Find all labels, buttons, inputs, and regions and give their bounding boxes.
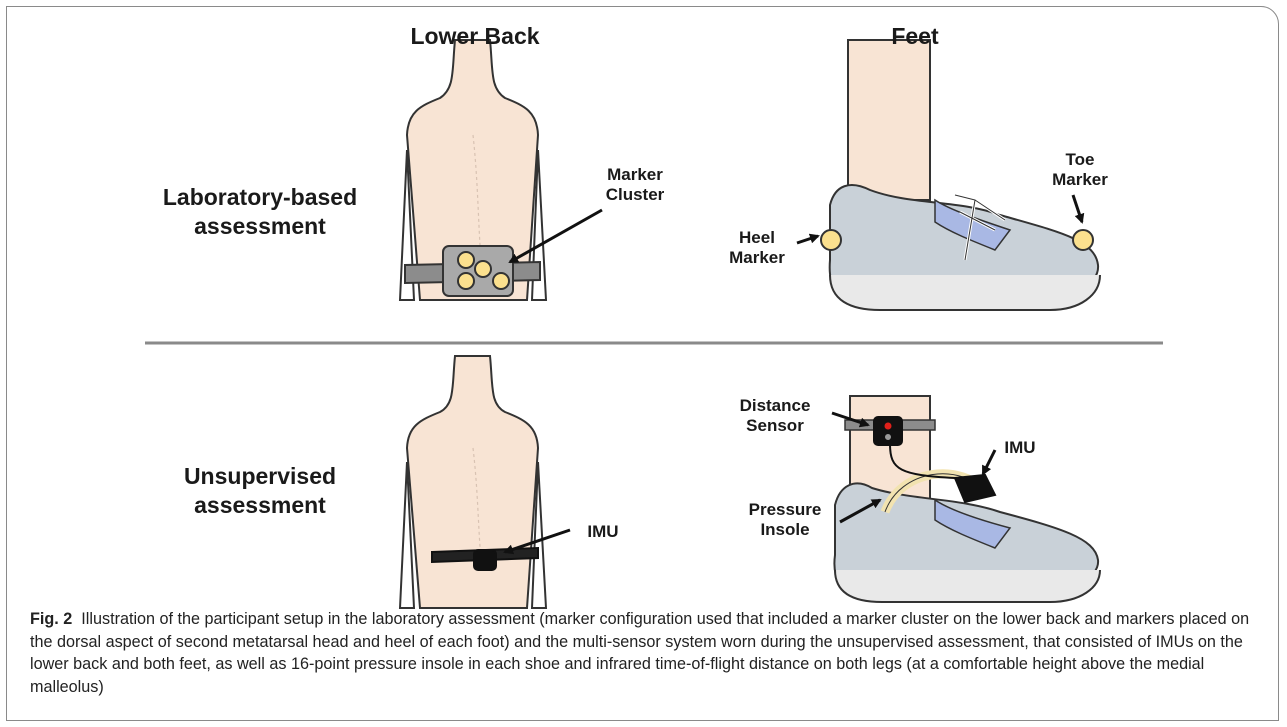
row-header-laboratory: Laboratory-based assessment — [130, 183, 390, 241]
column-header-feet: Feet — [820, 24, 1010, 50]
label-imu-back: IMU — [568, 522, 638, 542]
row-header-unsupervised: Unsupervised assessment — [130, 462, 390, 520]
figure-caption: Fig. 2 Illustration of the participant s… — [30, 608, 1260, 698]
caption-label: Fig. 2 — [30, 610, 72, 628]
label-heel-marker: Heel Marker — [712, 228, 802, 269]
toe-marker-dot — [1073, 230, 1093, 250]
label-pressure-insole: Pressure Insole — [730, 500, 840, 541]
toe-marker-arrow — [1073, 195, 1082, 222]
distance-sensor-device — [873, 416, 903, 446]
column-header-lower-back: Lower Back — [380, 24, 570, 50]
distance-sensor-lens — [885, 434, 891, 440]
imu-back-device — [474, 550, 496, 570]
label-distance-sensor: Distance Sensor — [720, 396, 830, 437]
label-toe-marker: Toe Marker — [1030, 150, 1130, 191]
heel-marker-dot — [821, 230, 841, 250]
torso-unsupervised — [400, 356, 546, 608]
label-marker-cluster: Marker Cluster — [585, 165, 685, 206]
caption-text: Illustration of the participant setup in… — [30, 610, 1249, 696]
label-imu-foot: IMU — [985, 438, 1055, 458]
imu-foot-device — [955, 475, 995, 502]
distance-sensor-led — [885, 423, 892, 430]
